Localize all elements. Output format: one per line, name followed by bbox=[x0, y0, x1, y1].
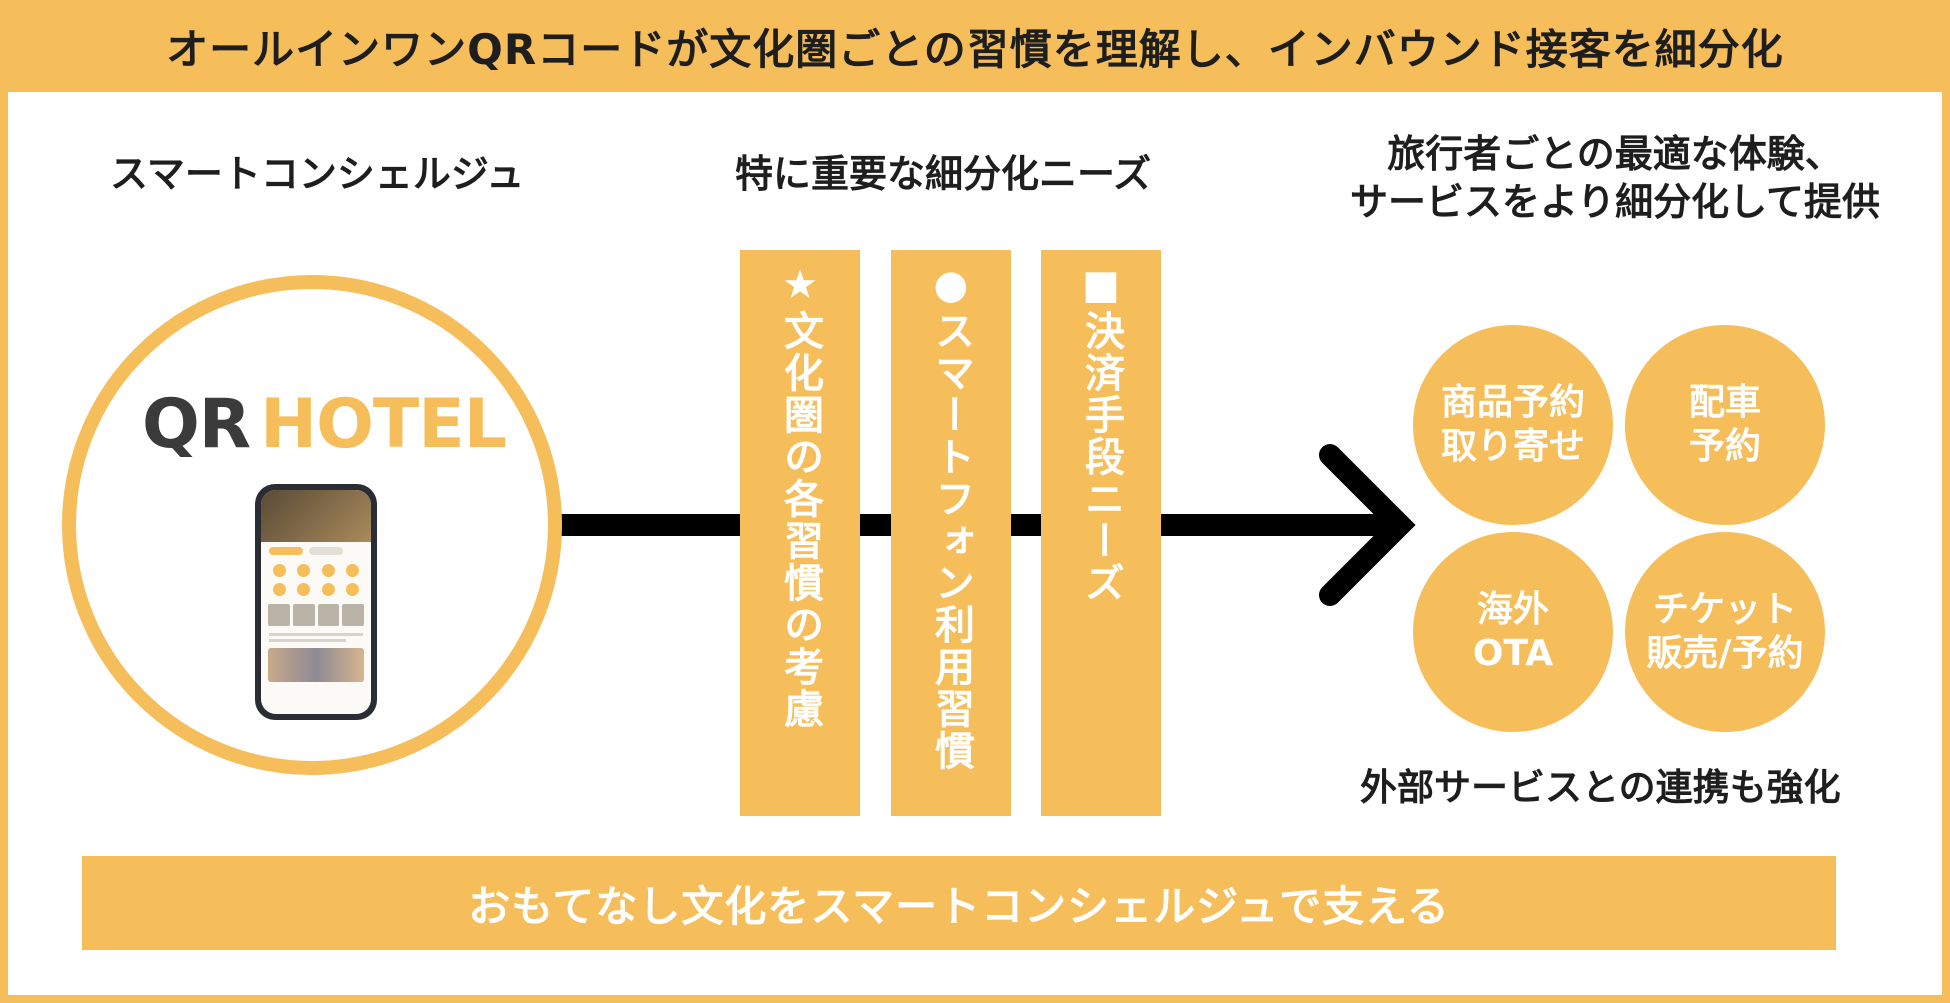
service-label-line2: 取り寄せ bbox=[1440, 426, 1585, 467]
need-column-culture: ★文化圏の各習慣の考慮 bbox=[740, 250, 860, 816]
external-note: 外部サービスとの連携も強化 bbox=[1360, 766, 1841, 809]
screen-tabs bbox=[261, 542, 371, 560]
need-column-payment: ■決済手段ニーズ bbox=[1041, 250, 1161, 816]
need-column-smartphone-label: ●スマートフォン利用習慣 bbox=[928, 262, 974, 772]
bottom-banner-text: おもてなし文化をスマートコンシェルジュで支える bbox=[468, 881, 1450, 931]
service-label-line1: 配車 bbox=[1688, 382, 1761, 423]
right-heading-line2: サービスをより細分化して提供 bbox=[1349, 180, 1881, 224]
service-label-line2: 販売/予約 bbox=[1646, 633, 1804, 674]
logo-hotel-text: HOTEL bbox=[260, 385, 507, 464]
service-circle-product-reservation: 商品予約 取り寄せ bbox=[1413, 325, 1613, 525]
smartphone-image bbox=[255, 484, 377, 720]
service-label-line2: OTA bbox=[1472, 633, 1554, 674]
right-heading: 旅行者ごとの最適な体験、 サービスをより細分化して提供 bbox=[1335, 130, 1895, 226]
service-label-line2: 予約 bbox=[1688, 426, 1761, 467]
need-column-smartphone: ●スマートフォン利用習慣 bbox=[891, 250, 1011, 816]
screen-photo bbox=[268, 648, 364, 682]
service-circle-overseas-ota: 海外 OTA bbox=[1413, 532, 1613, 732]
service-circle-taxi: 配車 予約 bbox=[1625, 325, 1825, 525]
title-bar: オールインワンQRコードが文化圏ごとの習慣を理解し、インバウンド接客を細分化 bbox=[0, 0, 1950, 92]
screen-header-image bbox=[261, 490, 371, 542]
logo-qr-text: QR bbox=[142, 385, 251, 464]
service-label-line1: 海外 bbox=[1476, 589, 1549, 630]
screen-icon-grid bbox=[261, 560, 371, 600]
right-heading-line1: 旅行者ごとの最適な体験、 bbox=[1387, 132, 1843, 176]
center-heading: 特に重要な細分化ニーズ bbox=[735, 152, 1152, 196]
need-column-culture-label: ★文化圏の各習慣の考慮 bbox=[777, 262, 823, 730]
phone-screen bbox=[261, 490, 371, 714]
service-label-line1: チケット bbox=[1652, 589, 1797, 630]
left-heading: スマートコンシェルジュ bbox=[110, 152, 525, 196]
screen-thumbnails bbox=[261, 600, 371, 630]
service-label-line1: 商品予約 bbox=[1440, 382, 1585, 423]
flow-arrow-head bbox=[1319, 444, 1416, 606]
need-column-payment-label: ■決済手段ニーズ bbox=[1078, 262, 1124, 604]
bottom-banner: おもてなし文化をスマートコンシェルジュで支える bbox=[82, 856, 1836, 950]
service-circle-ticket: チケット 販売/予約 bbox=[1625, 532, 1825, 732]
page-title: オールインワンQRコードが文化圏ごとの習慣を理解し、インバウンド接客を細分化 bbox=[166, 24, 1784, 74]
